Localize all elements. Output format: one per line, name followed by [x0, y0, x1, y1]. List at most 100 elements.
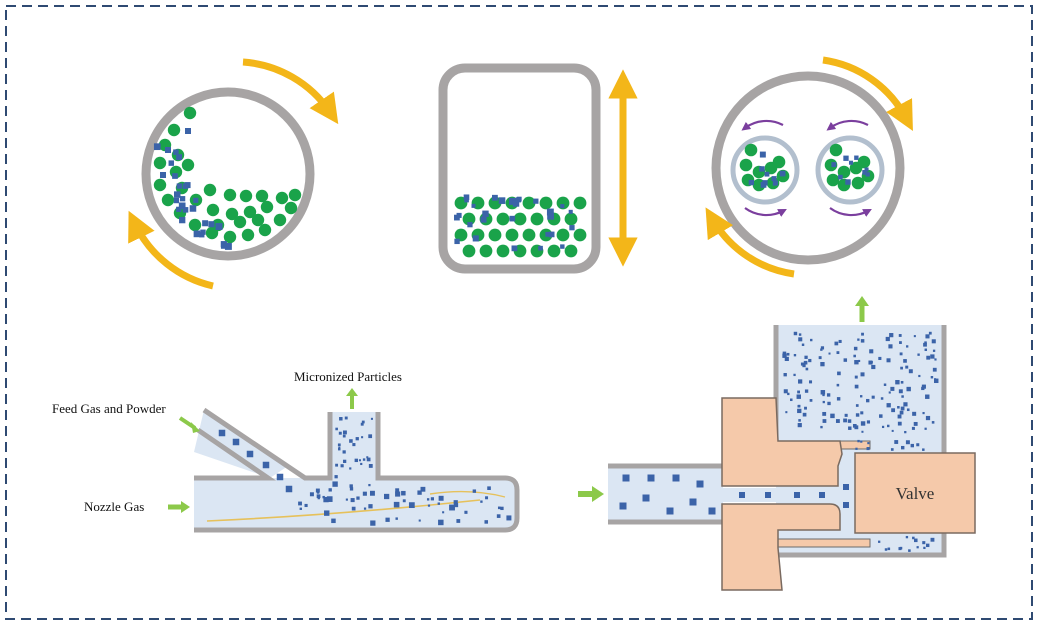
powder-particle — [569, 225, 575, 231]
powder-particle — [232, 438, 240, 446]
powder-particle — [922, 541, 926, 545]
powder-particle — [860, 372, 865, 377]
powder-particle — [168, 160, 175, 166]
powder-particle — [548, 231, 555, 238]
powder-particle — [782, 351, 787, 356]
powder-particle — [921, 384, 926, 389]
grinding-ball — [564, 212, 578, 226]
rotating-drum-mill — [128, 58, 339, 290]
powder-particle — [866, 447, 870, 451]
rotation-arrow-icon — [826, 119, 869, 131]
powder-particle — [800, 362, 805, 366]
powder-particle — [862, 169, 868, 175]
powder-particle — [797, 408, 802, 414]
powder-particle — [369, 490, 375, 496]
powder-particle — [858, 359, 861, 363]
powder-particle — [760, 181, 767, 188]
powder-particle — [860, 395, 863, 398]
powder-particle — [332, 481, 338, 487]
grinding-ball — [251, 213, 265, 227]
powder-particle — [358, 459, 361, 462]
powder-particle — [368, 483, 371, 487]
grinding-ball — [479, 244, 493, 258]
powder-particle — [454, 238, 460, 245]
powder-particle — [931, 339, 936, 344]
powder-particle — [442, 511, 445, 514]
powder-particle — [916, 546, 919, 549]
grinding-ball — [260, 200, 274, 214]
grinding-ball — [241, 228, 255, 242]
grinding-ball — [829, 143, 843, 157]
powder-particle — [798, 419, 801, 422]
powder-particle — [871, 364, 876, 370]
powder-particle — [619, 502, 627, 510]
powder-particle — [748, 179, 754, 186]
powder-particle — [497, 506, 501, 510]
powder-particle — [899, 410, 904, 415]
powder-particle — [179, 216, 186, 224]
powder-particle — [847, 419, 852, 423]
powder-particle — [898, 334, 902, 337]
powder-particle — [309, 492, 314, 497]
grinding-ball — [530, 212, 544, 226]
powder-particle — [914, 538, 918, 543]
powder-particle — [464, 510, 468, 514]
powder-particle — [215, 223, 223, 230]
powder-particle — [899, 352, 903, 356]
powder-particle — [453, 500, 458, 505]
rotation-arrow-icon — [829, 207, 872, 217]
powder-particle — [887, 547, 891, 551]
powder-particle — [324, 510, 330, 516]
grinding-ball — [505, 228, 519, 242]
powder-particle — [804, 355, 808, 359]
powder-particle — [837, 371, 841, 376]
grinding-ball — [462, 244, 476, 258]
powder-particle — [480, 216, 487, 223]
powder-particle — [759, 166, 765, 172]
powder-particle — [545, 231, 551, 237]
powder-particle — [560, 204, 565, 209]
powder-particle — [891, 429, 894, 432]
powder-particle — [508, 197, 516, 205]
powder-particle — [262, 461, 270, 469]
powder-particle — [512, 200, 520, 207]
powder-particle — [285, 485, 293, 493]
powder-particle — [819, 492, 825, 498]
powder-particle — [802, 412, 807, 417]
powder-particle — [911, 426, 915, 430]
powder-particle — [208, 221, 215, 228]
grinding-ball — [288, 188, 302, 202]
powder-particle — [888, 391, 891, 394]
grinding-ball — [522, 228, 536, 242]
powder-particle — [361, 420, 365, 424]
powder-particle — [820, 362, 825, 367]
grinding-ball — [772, 155, 786, 169]
powder-particle — [384, 493, 390, 500]
powder-particle — [867, 442, 870, 445]
powder-particle — [351, 506, 356, 511]
grinding-ball — [496, 244, 510, 258]
grinding-ball — [161, 193, 175, 207]
grinding-ball — [564, 244, 578, 258]
powder-particle — [342, 434, 346, 438]
powder-particle — [895, 380, 900, 385]
powder-particle — [362, 458, 366, 461]
grinding-ball — [153, 178, 167, 192]
powder-particle — [794, 492, 800, 498]
powder-particle — [467, 222, 473, 228]
powder-particle — [395, 488, 400, 493]
valve-jet-mill: Valve — [578, 296, 976, 591]
powder-particle — [338, 447, 341, 451]
powder-particle — [878, 540, 881, 543]
powder-particle — [771, 176, 777, 182]
rotation-arrow-icon — [128, 210, 214, 290]
grinding-ball — [851, 176, 865, 190]
vibratory-mill — [438, 63, 638, 274]
grinding-ball — [547, 244, 561, 258]
powder-particle — [906, 386, 911, 392]
powder-particle — [511, 245, 518, 252]
powder-particle — [891, 408, 896, 413]
powder-particle — [931, 421, 935, 424]
valve-block — [854, 452, 976, 534]
powder-particle — [696, 480, 704, 488]
